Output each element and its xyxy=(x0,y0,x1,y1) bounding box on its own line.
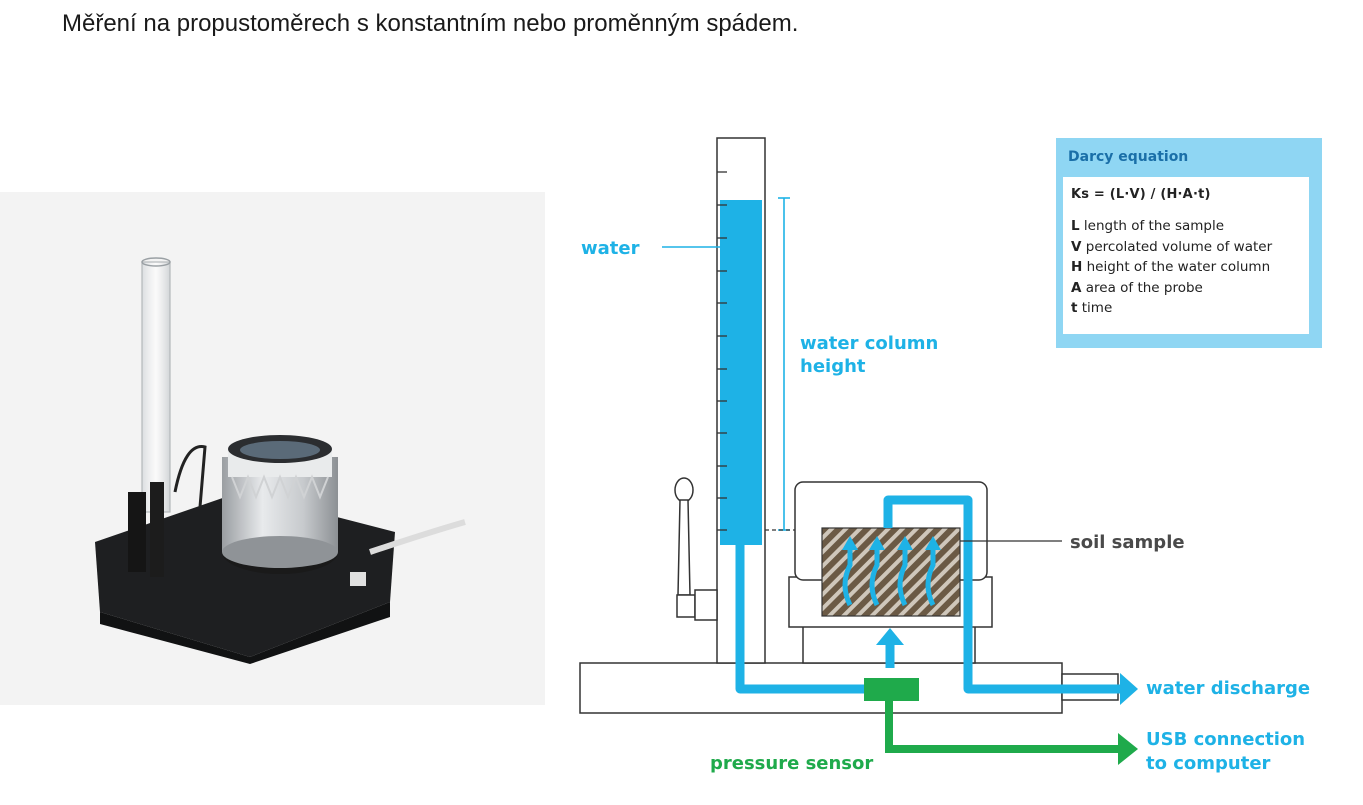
darcy-term-l: L length of the sample xyxy=(1071,218,1225,234)
darcy-term-v: V percolated volume of water xyxy=(1071,238,1273,255)
darcy-equation-panel: Darcy equation Ks = (L·V) / (H·A·t) L le… xyxy=(1056,138,1322,348)
valve-handle xyxy=(674,477,718,621)
water-column-label-line1: water column xyxy=(800,333,938,354)
darcy-title: Darcy equation xyxy=(1068,149,1189,165)
discharge-arrow xyxy=(1120,673,1138,705)
water-discharge-label: water discharge xyxy=(1146,678,1310,699)
darcy-term-t: t time xyxy=(1071,300,1113,317)
water-column-fill xyxy=(720,200,762,545)
water-pipes xyxy=(735,495,1125,694)
darcy-formula: Ks = (L·V) / (H·A·t) xyxy=(1071,187,1211,202)
flow-arrows xyxy=(842,548,936,607)
darcy-content: Ks = (L·V) / (H·A·t) L length of the sam… xyxy=(1063,177,1309,334)
soil-sample-label: soil sample xyxy=(1070,532,1185,553)
device-photo xyxy=(0,192,545,705)
permeameter-device-illustration xyxy=(95,257,466,664)
water-column-label-line2: height xyxy=(800,356,866,377)
darcy-term-h: H height of the water column xyxy=(1071,259,1271,276)
usb-arrow xyxy=(1118,733,1138,765)
usb-label-line2: to computer xyxy=(1146,753,1271,774)
height-bracket xyxy=(778,197,790,531)
pressure-sensor-block xyxy=(864,678,919,701)
scale-ticks xyxy=(717,171,727,531)
pressure-sensor-label: pressure sensor xyxy=(710,753,873,774)
darcy-term-a: A area of the probe xyxy=(1071,279,1203,296)
usb-label-line1: USB connection xyxy=(1146,729,1305,750)
soil-sample-block xyxy=(821,527,961,617)
page-heading: Měření na propustoměrech s konstantním n… xyxy=(62,10,799,37)
water-label: water xyxy=(581,238,640,259)
